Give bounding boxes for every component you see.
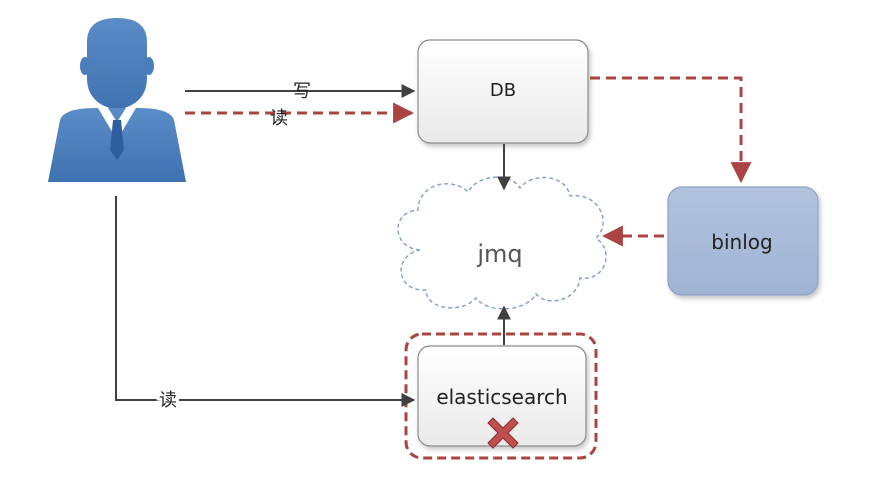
edge-db-binlog: [590, 76, 752, 184]
user-icon: [48, 18, 186, 182]
read-es-label: 读: [159, 390, 177, 411]
close-icon: [487, 417, 519, 449]
read-db-label: 读: [270, 108, 288, 129]
db-label: DB: [490, 80, 516, 101]
binlog-label: binlog: [711, 230, 772, 254]
write-label: 写: [293, 81, 311, 102]
jmq-cloud: jmq: [397, 176, 607, 310]
elasticsearch-label: elasticsearch: [436, 385, 567, 409]
db-node: DB: [417, 39, 589, 144]
edge-user-write-db: 写: [185, 81, 416, 102]
binlog-node: binlog: [667, 186, 819, 296]
failure-outline: [404, 332, 598, 460]
edge-user-read-db: 读: [185, 102, 415, 129]
edge-user-read-es: 读: [115, 196, 416, 414]
jmq-label: jmq: [476, 240, 522, 268]
elasticsearch-node: elasticsearch: [404, 332, 598, 460]
